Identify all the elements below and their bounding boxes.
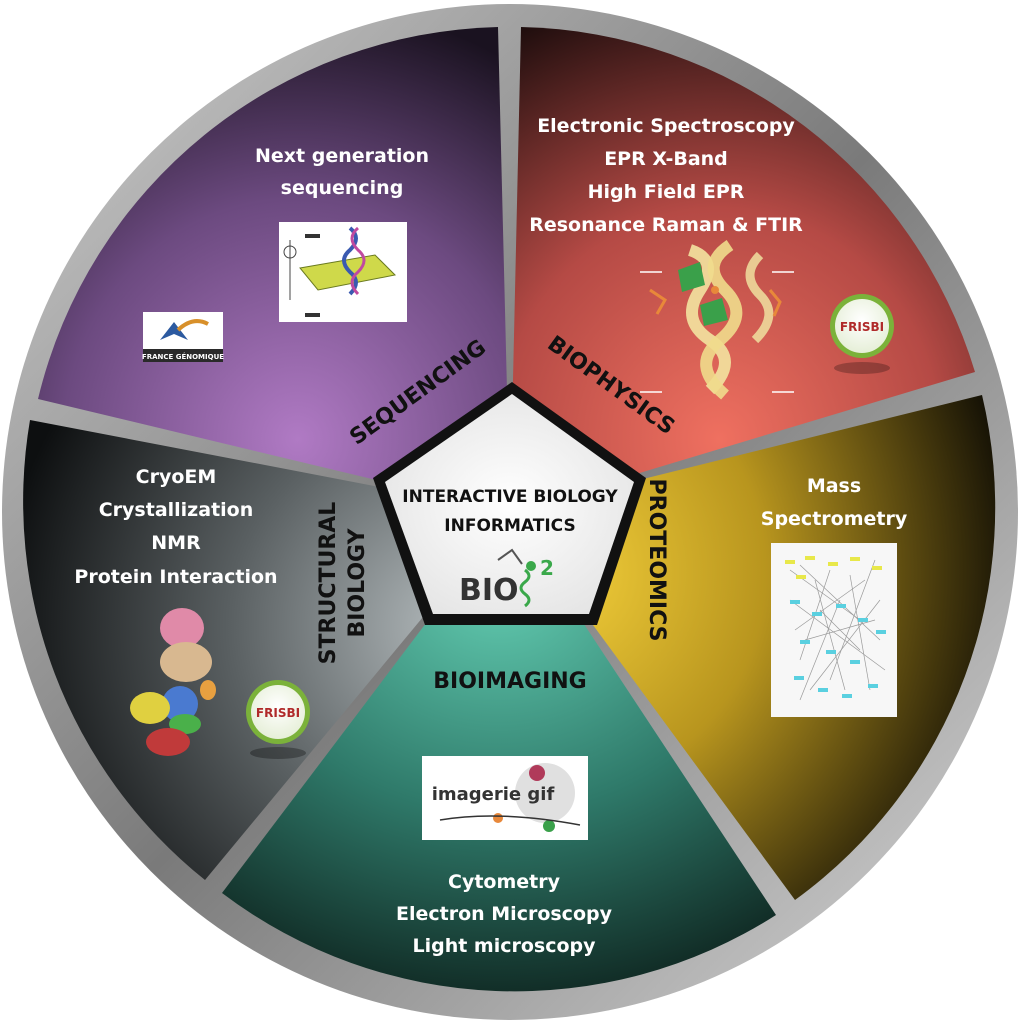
biophysics-item-1: Electronic Spectroscopy bbox=[537, 115, 795, 137]
structural-title-line2: BIOLOGY bbox=[345, 527, 370, 637]
imagerie-gif-label: imagerie gif bbox=[432, 784, 555, 805]
sector-structural-biology[interactable] bbox=[23, 420, 510, 880]
bioimaging-item-3: Light microscopy bbox=[412, 935, 596, 957]
structural-item-1: CryoEM bbox=[136, 466, 217, 488]
bioimaging-title: BIOIMAGING bbox=[433, 669, 586, 694]
biophysics-item-4: Resonance Raman & FTIR bbox=[529, 214, 803, 236]
structural-item-2: Crystallization bbox=[99, 499, 254, 521]
sequencing-item-1: Next generation bbox=[255, 145, 429, 167]
network-graph-icon bbox=[771, 543, 897, 717]
biophysics-item-2: EPR X-Band bbox=[604, 148, 728, 170]
biophysics-item-3: High Field EPR bbox=[588, 181, 745, 203]
proteomics-item-1: Mass bbox=[807, 475, 861, 497]
sequencing-item-2: sequencing bbox=[281, 177, 404, 199]
structural-item-3: NMR bbox=[151, 532, 201, 554]
frisbi-label-biophysics: FRISBI bbox=[840, 320, 884, 334]
bio2-superscript: 2 bbox=[540, 556, 554, 580]
sector-biophysics[interactable] bbox=[510, 27, 975, 512]
center-hub: INTERACTIVE BIOLOGY INFORMATICS BIO 2 bbox=[373, 382, 646, 625]
center-title-line2: INFORMATICS bbox=[444, 516, 575, 536]
center-title-line1: INTERACTIVE BIOLOGY bbox=[402, 487, 618, 507]
bioimaging-item-2: Electron Microscopy bbox=[396, 903, 613, 925]
imagerie-gif-logo: imagerie gif bbox=[422, 756, 588, 840]
protein-helix-icon bbox=[640, 240, 794, 400]
bio2-logo-text: BIO bbox=[459, 573, 519, 608]
sector-sequencing[interactable] bbox=[38, 27, 510, 512]
bioimaging-item-1: Cytometry bbox=[448, 871, 561, 893]
bio2-logo-icon: BIO 2 bbox=[459, 548, 554, 608]
france-genomique-logo: FRANCE GÉNOMIQUE bbox=[142, 312, 224, 362]
frisbi-logo-structural: FRISBI bbox=[246, 680, 310, 759]
frisbi-label-structural: FRISBI bbox=[256, 706, 300, 720]
dna-sequencing-icon bbox=[279, 222, 407, 322]
proteomics-item-2: Spectrometry bbox=[761, 508, 908, 530]
frisbi-logo-biophysics: FRISBI bbox=[830, 294, 894, 374]
sector-bioimaging[interactable] bbox=[222, 512, 776, 992]
cryoem-structure-icon bbox=[130, 608, 216, 756]
proteomics-title: PROTEOMICS bbox=[644, 479, 669, 642]
structural-title-line1: STRUCTURAL bbox=[316, 502, 341, 665]
france-genomique-label: FRANCE GÉNOMIQUE bbox=[142, 352, 224, 361]
structural-item-4: Protein Interaction bbox=[74, 566, 277, 588]
